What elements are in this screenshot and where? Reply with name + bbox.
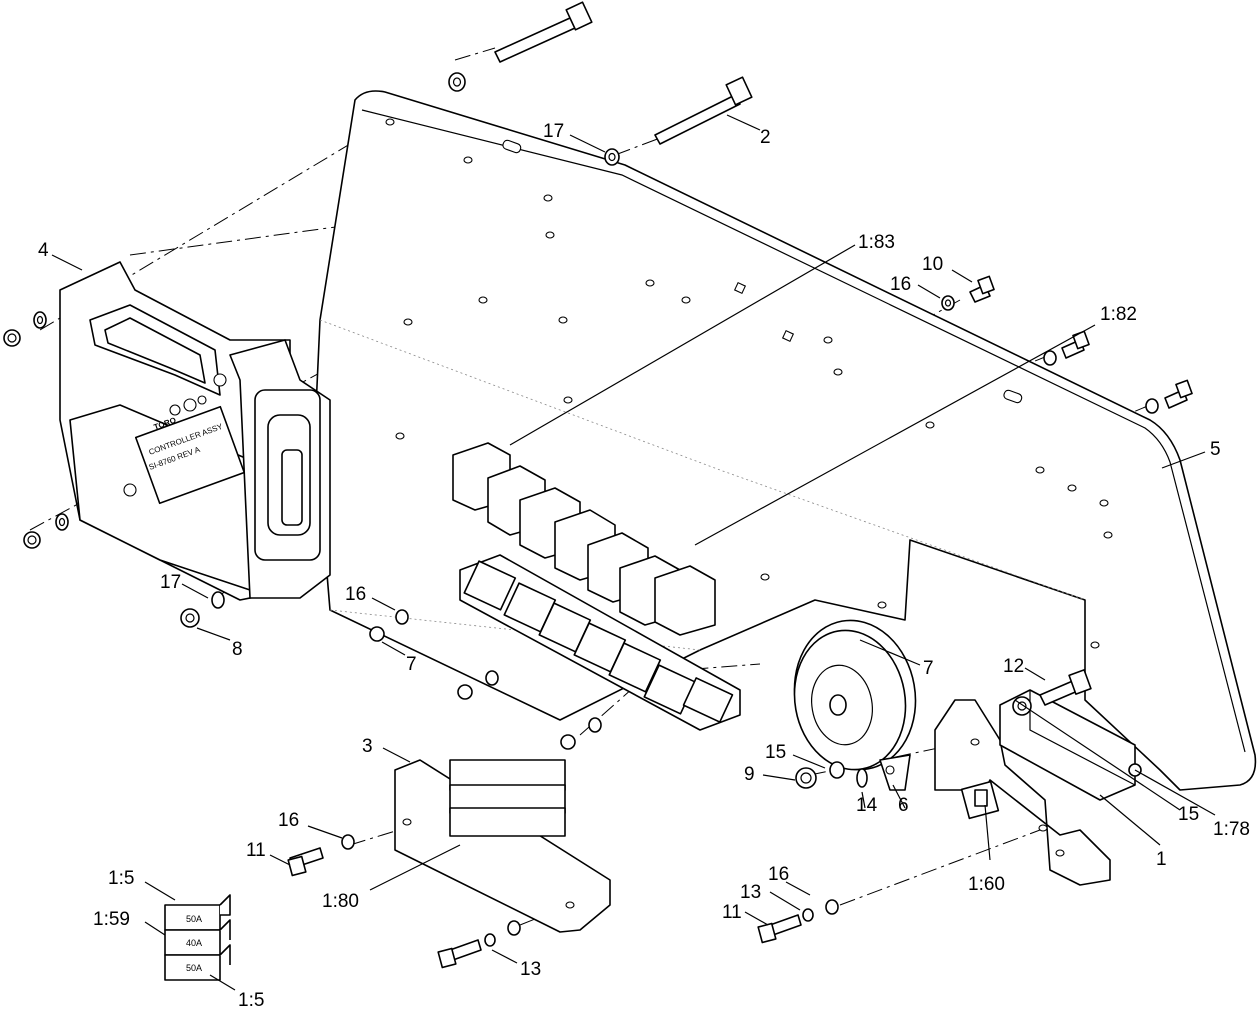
callout-3: 3 [362,736,373,757]
callout-1-59: 1:59 [93,909,130,930]
fuse-label-3: 50A [186,963,202,973]
callout-1-82: 1:82 [1100,304,1137,325]
callout-5: 5 [1210,439,1221,460]
controller-fasteners [3,311,69,549]
callout-7-right: 7 [923,658,934,679]
fuse-label-2: 40A [186,938,202,948]
callout-6: 6 [898,795,909,816]
callout-1: 1 [1156,849,1167,870]
callout-17-top: 17 [543,121,564,142]
callout-17-left: 17 [160,572,181,593]
callout-4: 4 [38,240,49,261]
callout-16-right: 16 [890,274,911,295]
callout-1-78: 1:78 [1213,819,1250,840]
callout-14: 14 [856,795,878,816]
callout-13-b: 13 [520,959,541,980]
fuse-label-1: 50A [186,914,202,924]
relay-sockets [459,554,741,731]
mounting-plate [314,90,1257,791]
hardware [180,72,1193,969]
callout-11-left: 11 [246,840,266,861]
fuses: 50A 40A 50A [164,894,231,981]
diode-component [960,780,1000,820]
circuit-breaker [999,689,1142,801]
callout-10: 10 [922,254,943,275]
callout-16-mid: 16 [345,584,366,605]
callout-1-80: 1:80 [322,891,359,912]
callout-2: 2 [760,127,771,148]
callout-16-low: 16 [278,810,299,831]
horn [793,619,917,791]
fuse-block [394,759,611,933]
long-bolts [494,1,753,145]
callout-7-left: 7 [406,654,417,675]
callouts: 2 17 4 1:83 10 16 1:82 5 17 8 16 7 7 12 … [38,121,1250,1011]
leader-lines [51,114,1216,991]
relays [452,442,716,636]
callout-12: 12 [1003,656,1024,677]
controller-assembly: TORO CONTROLLER ASSY SI-8760 REV A [59,261,331,601]
callout-1-60: 1:60 [968,874,1005,895]
callout-11-right: 11 [722,902,742,923]
callout-13-a: 13 [740,882,761,903]
callout-15-b: 15 [1178,804,1199,825]
callout-1-5-top: 1:5 [108,868,134,889]
callout-9: 9 [744,764,755,785]
callout-1-5-bottom: 1:5 [238,990,264,1011]
callout-15-a: 15 [765,742,786,763]
callout-16-bottom: 16 [768,864,789,885]
callout-8: 8 [232,639,243,660]
callout-1-83: 1:83 [858,232,895,253]
